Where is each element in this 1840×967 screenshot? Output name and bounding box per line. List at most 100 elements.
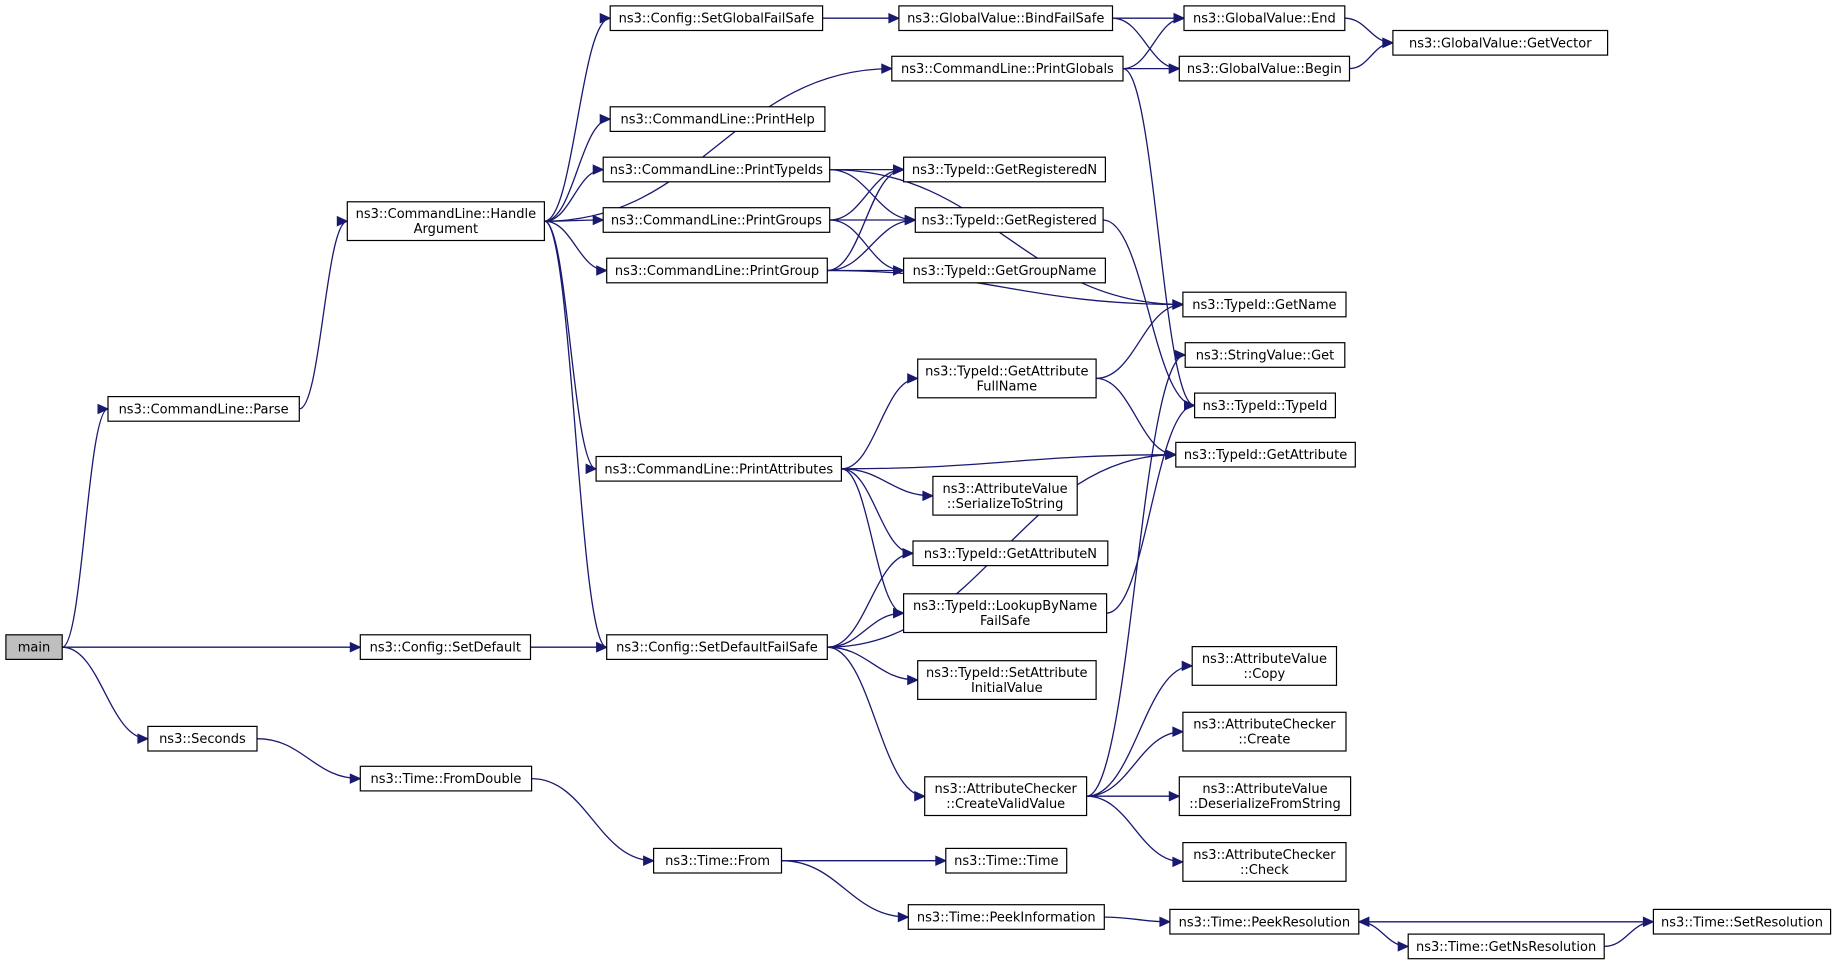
node-bindfs[interactable]: ns3::GlobalValue::BindFailSafe — [898, 5, 1114, 32]
node-typeid[interactable]: ns3::TypeId::TypeId — [1193, 392, 1336, 419]
node-printgroups[interactable]: ns3::CommandLine::PrintGroups — [602, 207, 831, 233]
node-label: ns3::GlobalValue::End — [1193, 12, 1336, 27]
node-label: FullName — [977, 379, 1038, 394]
node-printglobals[interactable]: ns3::CommandLine::PrintGlobals — [891, 55, 1124, 82]
arrowhead — [1174, 349, 1187, 361]
nodes-layer: mainns3::CommandLine::Parsens3::CommandL… — [5, 5, 1832, 960]
node-setdefault[interactable]: ns3::Config::SetDefault — [359, 634, 532, 660]
node-getattrn[interactable]: ns3::TypeId::GetAttributeN — [912, 540, 1109, 567]
node-printgroup[interactable]: ns3::CommandLine::PrintGroup — [606, 257, 828, 284]
node-seconds[interactable]: ns3::Seconds — [147, 725, 258, 752]
node-label: ns3::Config::SetGlobalFailSafe — [619, 12, 815, 27]
edge-timefrom-to-peekinfo — [781, 860, 909, 918]
arrowhead — [893, 164, 905, 175]
edge-printglobals-to-typeid — [1122, 67, 1195, 407]
node-getname[interactable]: ns3::TypeId::GetName — [1182, 291, 1347, 318]
edge-checkercreate-to-strget — [1086, 354, 1186, 797]
node-box — [902, 593, 1108, 634]
node-box — [1652, 908, 1832, 935]
node-fromdouble[interactable]: ns3::Time::FromDouble — [359, 765, 533, 792]
arrowhead — [596, 265, 608, 276]
arrowhead — [904, 214, 917, 226]
node-label: ns3::Time::PeekResolution — [1179, 915, 1350, 930]
node-gvgetvector[interactable]: ns3::GlobalValue::GetVector — [1392, 29, 1609, 56]
edge-printattrs-to-serialize — [841, 468, 933, 497]
node-printhelp[interactable]: ns3::CommandLine::PrintHelp — [609, 106, 826, 133]
arrowhead — [1172, 726, 1185, 737]
node-timefrom[interactable]: ns3::Time::From — [652, 847, 783, 874]
node-getreg[interactable]: ns3::TypeId::GetRegistered — [914, 207, 1104, 233]
arrowhead — [137, 733, 150, 744]
node-label: ns3::Time::Time — [954, 854, 1058, 869]
node-printtypeids[interactable]: ns3::CommandLine::PrintTypeIds — [602, 156, 831, 183]
node-parse[interactable]: ns3::CommandLine::Parse — [107, 396, 300, 422]
node-avcopy[interactable]: ns3::AttributeValue::Copy — [1191, 645, 1338, 686]
node-box — [147, 725, 258, 752]
edge-printtypeids-to-getname — [829, 168, 1183, 306]
node-serialize[interactable]: ns3::AttributeValue::SerializeToString — [932, 475, 1078, 516]
node-box — [912, 540, 1109, 567]
arrowhead — [1184, 400, 1196, 411]
node-peekres[interactable]: ns3::Time::PeekResolution — [1169, 908, 1360, 935]
node-getnsres[interactable]: ns3::Time::GetNsResolution — [1407, 933, 1605, 960]
node-printattrs[interactable]: ns3::CommandLine::PrintAttributes — [595, 455, 842, 482]
node-accheck[interactable]: ns3::AttributeChecker::Check — [1182, 841, 1347, 882]
node-label: ns3::TypeId::GetRegistered — [921, 214, 1096, 229]
node-getregn[interactable]: ns3::TypeId::GetRegisteredN — [902, 156, 1106, 183]
node-label: ns3::TypeId::GetAttributeN — [924, 547, 1097, 562]
node-box — [602, 156, 831, 183]
arrowhead — [1382, 37, 1395, 49]
node-checkercreate[interactable]: ns3::AttributeChecker::CreateValidValue — [924, 776, 1088, 817]
node-gvbegin[interactable]: ns3::GlobalValue::Begin — [1178, 55, 1351, 82]
node-label: ns3::AttributeValue — [1202, 652, 1327, 667]
node-accreate[interactable]: ns3::AttributeChecker::Create — [1182, 711, 1347, 752]
edge-getattrfull-to-getname — [1095, 303, 1183, 380]
node-main[interactable]: main — [5, 634, 63, 660]
node-box — [945, 847, 1068, 874]
arrowhead — [935, 855, 948, 866]
node-getattr[interactable]: ns3::TypeId::GetAttribute — [1175, 441, 1356, 468]
node-label: ::Copy — [1244, 667, 1286, 682]
node-strget[interactable]: ns3::StringValue::Get — [1184, 342, 1346, 368]
edge-main-to-parse — [61, 408, 109, 648]
node-label: ns3::Time::SetResolution — [1661, 915, 1823, 930]
node-setres[interactable]: ns3::Time::SetResolution — [1652, 908, 1832, 935]
node-label: ns3::TypeId::GetAttribute — [1184, 448, 1347, 463]
arrowhead — [1168, 790, 1181, 802]
arrowhead — [592, 214, 605, 226]
edge-handle-to-setglobalfs — [544, 17, 611, 222]
node-box — [902, 156, 1106, 183]
node-label: ns3::TypeId::GetName — [1192, 298, 1336, 313]
node-peekinfo[interactable]: ns3::Time::PeekInformation — [907, 904, 1105, 930]
edge-handle-to-printattrs — [544, 220, 597, 470]
node-box — [1407, 933, 1605, 960]
node-box — [359, 765, 533, 792]
node-label: ns3::GlobalValue::Begin — [1187, 62, 1342, 77]
node-setglobalfs[interactable]: ns3::Config::SetGlobalFailSafe — [609, 5, 824, 32]
node-label: ::Check — [1240, 863, 1289, 878]
node-box — [1193, 392, 1336, 419]
node-gvend[interactable]: ns3::GlobalValue::End — [1183, 5, 1346, 32]
node-setdefaultfs[interactable]: ns3::Config::SetDefaultFailSafe — [606, 634, 828, 660]
edge-printtypeids-to-getreg — [829, 168, 916, 221]
edge-checkercreate-to-accheck — [1086, 795, 1183, 863]
node-label: ns3::AttributeValue — [1202, 782, 1327, 797]
edge-printgroup-to-getreg — [827, 219, 916, 272]
arrowhead — [1181, 660, 1194, 672]
node-label: main — [18, 641, 50, 656]
node-getgroup[interactable]: ns3::TypeId::GetGroupName — [902, 257, 1106, 284]
edge-printgroups-to-getgroup — [829, 219, 904, 272]
node-label: ns3::CommandLine::PrintTypeIds — [610, 163, 824, 178]
edge-setdefaultfs-to-lookup — [827, 612, 904, 648]
node-label: ns3::CommandLine::PrintGroup — [615, 264, 819, 279]
node-timetime[interactable]: ns3::Time::Time — [945, 847, 1068, 874]
node-box — [914, 207, 1104, 233]
arrowhead — [592, 164, 605, 175]
node-label: ns3::TypeId::GetGroupName — [913, 264, 1097, 279]
node-avdeser[interactable]: ns3::AttributeValue::DeserializeFromStri… — [1178, 776, 1352, 817]
edge-setdefaultfs-to-setattrinit — [827, 646, 918, 681]
